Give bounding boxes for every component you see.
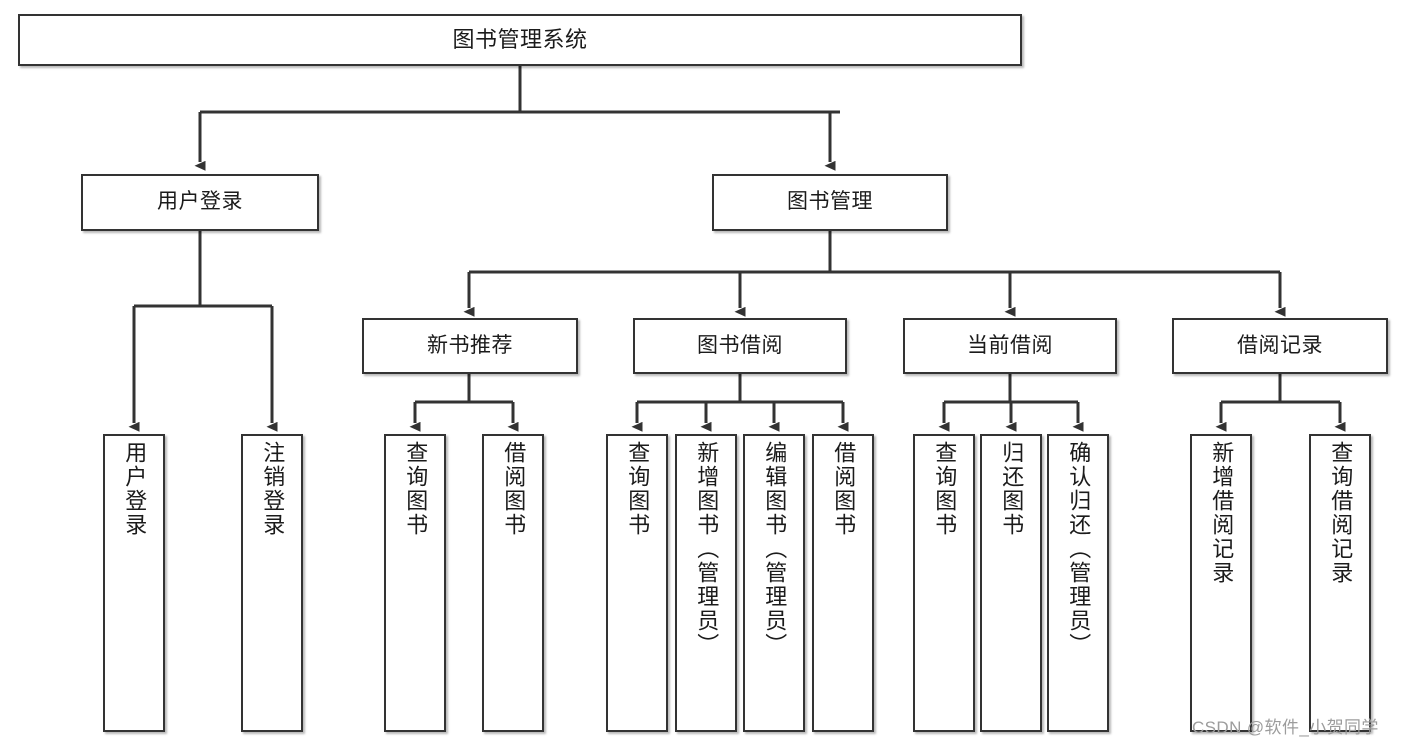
watermark-text: CSDN @软件_小贺同学 [1192,718,1379,737]
node-leaf-user-login[interactable]: 用户登录 [103,434,165,732]
node-label: 借阅记录 [1237,333,1323,357]
node-current-borrow[interactable]: 当前借阅 [903,318,1117,374]
node-leaf-add-record[interactable]: 新增借阅记录 [1190,434,1252,732]
node-leaf-return-book[interactable]: 归还图书 [980,434,1042,732]
node-label: 当前借阅 [967,333,1053,357]
node-book-management[interactable]: 图书管理 [712,174,948,231]
node-leaf-add-book[interactable]: 新增图书（管理员） [675,434,737,732]
node-label: 图书借阅 [697,333,783,357]
node-label: 用户登录 [157,190,243,214]
node-leaf-logout[interactable]: 注销登录 [241,434,303,732]
node-label: 图书管理系统 [452,27,588,53]
node-label: 新增借阅记录 [1209,441,1235,585]
node-label: 用户登录 [122,441,148,537]
node-leaf-query-book-2[interactable]: 查询图书 [606,434,668,732]
node-label: 查询图书 [403,441,429,537]
node-label: 查询图书 [625,441,651,537]
node-new-book-recommend[interactable]: 新书推荐 [362,318,578,374]
node-leaf-edit-book[interactable]: 编辑图书（管理员） [743,434,805,732]
node-borrow-record[interactable]: 借阅记录 [1172,318,1388,374]
node-label: 归还图书 [999,441,1025,537]
node-label: 新增图书（管理员） [694,441,720,657]
node-label: 编辑图书（管理员） [762,441,788,657]
node-leaf-query-book-3[interactable]: 查询图书 [913,434,975,732]
node-label: 借阅图书 [831,441,857,537]
node-leaf-borrow-book-2[interactable]: 借阅图书 [812,434,874,732]
node-label: 新书推荐 [427,333,513,357]
node-label: 查询图书 [932,441,958,537]
node-user-login[interactable]: 用户登录 [81,174,319,231]
node-root-system[interactable]: 图书管理系统 [18,14,1022,66]
node-book-borrow[interactable]: 图书借阅 [633,318,847,374]
node-label: 确认归还（管理员） [1066,441,1092,657]
node-leaf-query-book-1[interactable]: 查询图书 [384,434,446,732]
node-label: 图书管理 [787,190,873,214]
node-leaf-confirm-return[interactable]: 确认归还（管理员） [1047,434,1109,732]
node-label: 借阅图书 [501,441,527,537]
node-leaf-query-record[interactable]: 查询借阅记录 [1309,434,1371,732]
node-label: 查询借阅记录 [1328,441,1354,585]
node-leaf-borrow-book-1[interactable]: 借阅图书 [482,434,544,732]
node-label: 注销登录 [260,441,286,537]
